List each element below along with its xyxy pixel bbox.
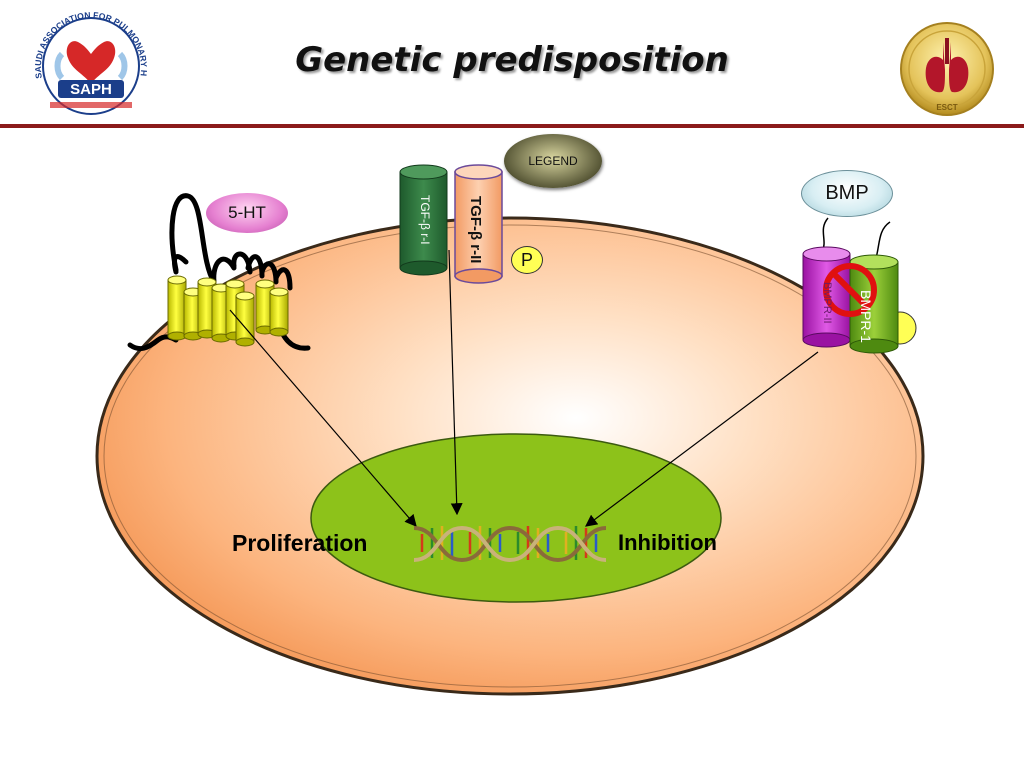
serotonin-receptor bbox=[127, 193, 311, 352]
legend-button[interactable]: LEGEND bbox=[504, 134, 602, 188]
bmp-receptor-1-label: BMPR-1 bbox=[858, 290, 874, 343]
tgf-receptor-2 bbox=[454, 164, 503, 284]
bmp-ligand-string-right bbox=[875, 221, 891, 259]
bmp-receptor-2-label: BMPR-II bbox=[821, 282, 833, 324]
esct-logo: ESCT bbox=[898, 20, 996, 118]
esct-text: ESCT bbox=[936, 103, 957, 112]
serotonin-receptor-helices bbox=[167, 275, 289, 347]
serotonin-label: 5-HT bbox=[206, 193, 288, 233]
tgf-receptor-2-label: TGF-β r-II bbox=[467, 196, 484, 264]
arrow-5ht-to-dna bbox=[229, 309, 417, 527]
tgf-receptor-1-label: TGF-β r-I bbox=[418, 195, 432, 245]
inhibition-label: Inhibition bbox=[618, 530, 717, 555]
tgf-receptor-1 bbox=[399, 164, 448, 276]
dna-helix bbox=[413, 525, 607, 563]
saph-text: SAPH bbox=[70, 81, 112, 98]
arrow-tgf-to-dna bbox=[448, 249, 463, 516]
arrow-bmp-to-dna bbox=[585, 351, 819, 527]
saph-logo: SAUDI ASSOCIATION FOR PULMONARY HYPERTEN… bbox=[25, 0, 154, 116]
phosphate-label: P bbox=[511, 246, 543, 274]
prohibit-icon bbox=[823, 263, 877, 317]
bmp-label: BMP bbox=[801, 170, 893, 217]
nucleus bbox=[310, 433, 722, 603]
bmp-receptor-1 bbox=[849, 254, 899, 354]
page-title: Genetic predisposition bbox=[295, 40, 729, 80]
title-rule bbox=[0, 124, 1024, 128]
proliferation-label: Proliferation bbox=[232, 530, 368, 556]
